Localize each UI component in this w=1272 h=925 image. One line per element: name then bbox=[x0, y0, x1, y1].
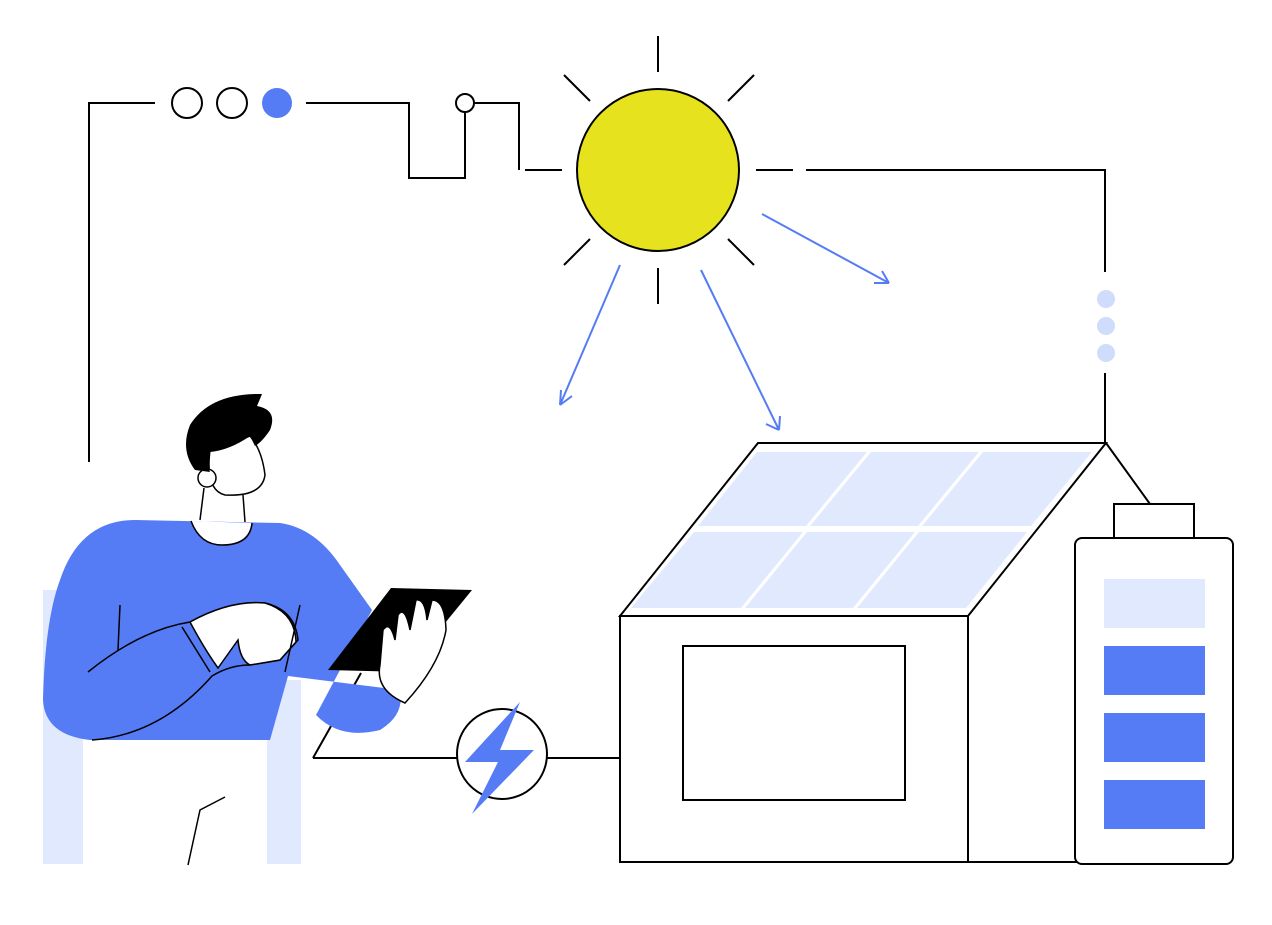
ear bbox=[197, 468, 217, 488]
battery-segment-empty bbox=[1104, 579, 1205, 628]
house bbox=[617, 442, 1151, 863]
person bbox=[43, 393, 472, 866]
holding-hand bbox=[378, 599, 447, 704]
switch-node bbox=[455, 93, 475, 113]
loading-dot bbox=[1097, 290, 1115, 308]
sun-ray-arrows bbox=[559, 213, 890, 431]
house-window bbox=[682, 645, 906, 801]
hand bbox=[188, 601, 297, 670]
circuit-wire-left bbox=[88, 102, 155, 462]
status-dot-2 bbox=[216, 87, 248, 119]
circuit-wire-switch bbox=[474, 102, 562, 171]
circuit-wire-right bbox=[756, 169, 1106, 443]
lightning-bolt-icon bbox=[456, 702, 548, 814]
battery-segment-filled bbox=[1104, 780, 1205, 829]
sun-icon bbox=[563, 36, 755, 304]
battery-icon bbox=[1074, 503, 1234, 865]
battery-segment-filled bbox=[1104, 713, 1205, 762]
hair bbox=[186, 393, 273, 472]
loading-dot bbox=[1097, 344, 1115, 362]
solar-panel bbox=[631, 452, 1092, 608]
leg bbox=[187, 796, 226, 866]
battery-segment-filled bbox=[1104, 646, 1205, 695]
status-dot-1 bbox=[171, 87, 203, 119]
status-dot-active bbox=[262, 88, 292, 118]
loading-dot bbox=[1097, 317, 1115, 335]
circuit-wire-top bbox=[306, 102, 466, 179]
